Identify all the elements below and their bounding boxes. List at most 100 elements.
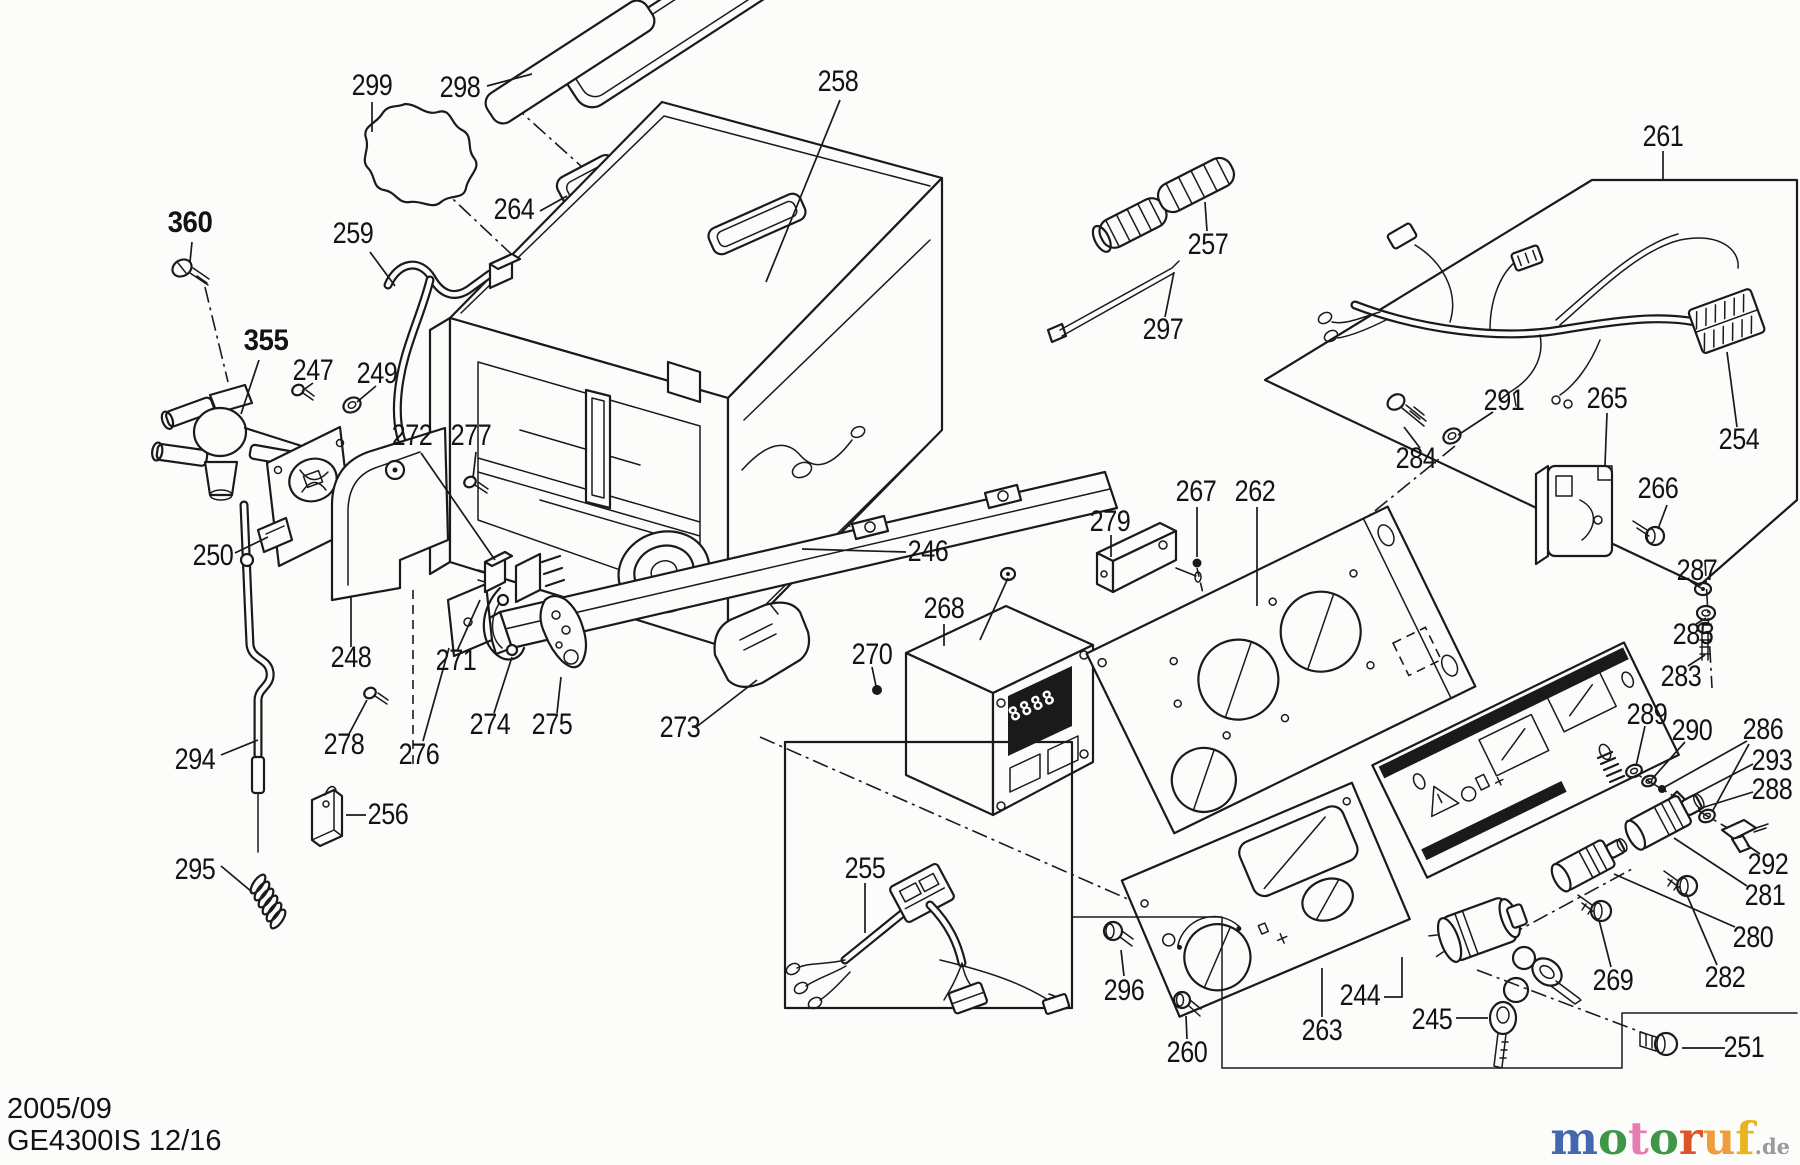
rear-panel-262 <box>1085 505 1477 835</box>
part-number-label-259: 259 <box>332 217 374 250</box>
bolt-296 <box>1102 920 1134 947</box>
part-number-label-262: 262 <box>1234 475 1276 508</box>
part-number-label-254: 254 <box>1718 423 1760 456</box>
spring-contact <box>1596 750 1626 784</box>
part-number-label-245: 245 <box>1411 1003 1453 1036</box>
bolt-283 <box>1696 621 1714 661</box>
sheet-model: GE4300IS 12/16 <box>7 1125 222 1157</box>
part-number-label-266: 266 <box>1637 472 1679 505</box>
detail-frame <box>1071 916 1798 1069</box>
part-number-label-247: 247 <box>292 354 334 387</box>
key-switch-244 <box>1428 897 1528 963</box>
bolt-282 <box>1663 870 1699 898</box>
part-number-label-280: 280 <box>1732 921 1774 954</box>
bracket-279 <box>1095 521 1202 594</box>
part-number-label-273: 273 <box>659 711 701 744</box>
bolt-251 <box>1639 1031 1679 1057</box>
part-number-label-281: 281 <box>1744 879 1786 912</box>
grommet-299 <box>363 102 478 207</box>
part-number-label-264: 264 <box>493 193 535 226</box>
fuel-valve-355 <box>151 258 362 501</box>
logo-letter: t <box>1628 1112 1649 1165</box>
part-number-label-285: 285 <box>1672 618 1714 651</box>
part-number-label-293: 293 <box>1751 744 1793 777</box>
part-number-label-360: 360 <box>167 206 213 239</box>
screw-270 <box>872 566 1017 695</box>
screw-284 <box>1386 393 1427 427</box>
wire-harness-261 <box>1263 178 1799 587</box>
part-number-label-250: 250 <box>192 539 234 572</box>
breaker-280 <box>1550 838 1628 893</box>
logo-letter: r <box>1678 1112 1703 1165</box>
part-number-label-282: 282 <box>1704 961 1746 994</box>
part-number-label-268: 268 <box>923 592 965 625</box>
part-number-label-278: 278 <box>323 728 365 761</box>
washer-287 <box>1693 581 1713 597</box>
plate-276 <box>446 582 494 658</box>
logo-letter: o <box>1648 1112 1679 1165</box>
part-number-label-291: 291 <box>1483 384 1525 417</box>
breaker-281 <box>1624 793 1705 851</box>
display-module-268: 8888 <box>872 566 1095 817</box>
part-number-label-277: 277 <box>450 419 492 452</box>
part-number-label-297: 297 <box>1142 313 1184 346</box>
screw-360 <box>171 258 210 286</box>
motoruf-logo[interactable]: motoruf.de <box>1550 1116 1790 1161</box>
part-number-label-298: 298 <box>439 71 481 104</box>
washer-291 <box>1442 427 1462 445</box>
screw-277 <box>463 475 489 494</box>
washer-249 <box>342 396 362 414</box>
screw-260 <box>1172 990 1202 1017</box>
sheet-date: 2005/09 <box>7 1093 112 1125</box>
part-number-label-255: 255 <box>844 852 886 885</box>
part-number-label-287: 287 <box>1676 554 1718 587</box>
clip-292 <box>1720 818 1769 854</box>
part-number-label-276: 276 <box>398 738 440 771</box>
part-number-label-355: 355 <box>243 324 289 357</box>
part-number-label-288: 288 <box>1751 773 1793 806</box>
part-number-label-244: 244 <box>1339 979 1381 1012</box>
part-number-label-284: 284 <box>1395 442 1437 475</box>
screw-266 <box>1632 520 1666 547</box>
part-number-label-271: 271 <box>435 644 477 677</box>
choke-cable-294 <box>239 500 275 853</box>
logo-letter: o <box>1598 1112 1629 1165</box>
logo-letter: f <box>1735 1112 1755 1165</box>
part-number-label-263: 263 <box>1301 1014 1343 1047</box>
part-number-label-272: 272 <box>391 419 433 452</box>
part-number-label-295: 295 <box>174 853 216 886</box>
logo-letter: m <box>1550 1112 1599 1165</box>
module-265 <box>1534 464 1614 566</box>
cover-strip-298 <box>484 0 656 125</box>
part-number-label-260: 260 <box>1166 1036 1208 1069</box>
bracket-274 <box>482 586 526 661</box>
part-number-label-251: 251 <box>1723 1031 1765 1064</box>
keys-245 <box>1488 945 1582 1069</box>
washer-285 <box>1695 604 1717 622</box>
top-cover-strip-clipped <box>562 0 774 109</box>
part-number-label-283: 283 <box>1660 660 1702 693</box>
sheet-info: 2005/09 GE4300IS 12/16 <box>7 1093 221 1157</box>
part-number-label-299: 299 <box>351 69 393 102</box>
part-number-label-249: 249 <box>356 357 398 390</box>
spring-295 <box>249 873 287 930</box>
part-number-label-279: 279 <box>1089 505 1131 538</box>
logo-letter: u <box>1702 1112 1736 1165</box>
part-number-label-248: 248 <box>330 641 372 674</box>
part-number-label-265: 265 <box>1586 382 1628 415</box>
bolt-269 <box>1577 894 1613 923</box>
part-number-label-256: 256 <box>367 798 409 831</box>
part-number-label-246: 246 <box>907 535 949 568</box>
part-number-label-269: 269 <box>1592 964 1634 997</box>
faceplate-panel <box>1371 641 1680 879</box>
part-number-label-275: 275 <box>531 708 573 741</box>
part-number-label-289: 289 <box>1626 698 1668 731</box>
part-number-label-292: 292 <box>1747 848 1789 881</box>
sub-panel-263 <box>1120 781 1411 1018</box>
cable-tie-297 <box>1046 260 1180 344</box>
corrugated-tube-257 <box>1091 156 1236 253</box>
plate-275 <box>539 594 588 669</box>
part-number-label-261: 261 <box>1642 120 1684 153</box>
screw-278 <box>363 686 389 705</box>
